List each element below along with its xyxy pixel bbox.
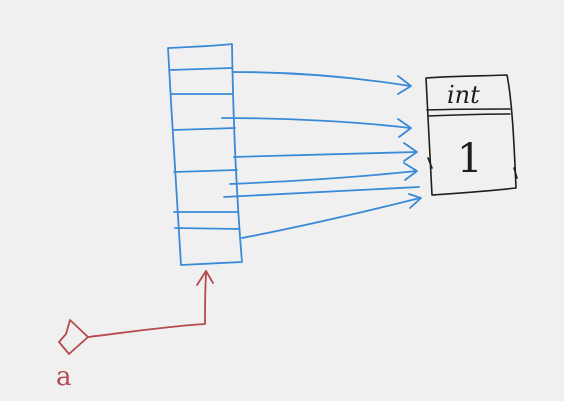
int-type-label: int xyxy=(447,81,480,109)
reference-arrow xyxy=(221,117,412,138)
reference-arrow xyxy=(232,71,412,95)
array-slot-divider xyxy=(172,127,236,131)
pointer-arrowhead xyxy=(196,270,214,286)
int-box-divider xyxy=(426,108,511,111)
array-slot-divider xyxy=(174,227,240,230)
array-outline xyxy=(167,43,243,266)
array-slot-divider xyxy=(173,169,238,173)
pointer xyxy=(58,270,214,355)
int-value: 1 xyxy=(457,136,482,182)
int-box xyxy=(425,74,518,196)
reference-arrow xyxy=(223,186,420,198)
array-slot-divider xyxy=(169,67,233,71)
reference-arrow xyxy=(233,142,418,162)
pointer-label: a xyxy=(56,362,72,392)
pointer-diamond-icon xyxy=(58,319,89,355)
int-box-side-tick xyxy=(427,157,433,169)
int-box-divider xyxy=(427,113,511,117)
array xyxy=(167,43,243,266)
int-box-side-tick xyxy=(513,167,518,179)
reference-arrow xyxy=(229,162,418,185)
reference-arrows xyxy=(221,71,422,239)
reference-arrow xyxy=(241,193,422,239)
pointer-arrow-line xyxy=(87,272,207,338)
int-box-outline xyxy=(425,74,517,196)
